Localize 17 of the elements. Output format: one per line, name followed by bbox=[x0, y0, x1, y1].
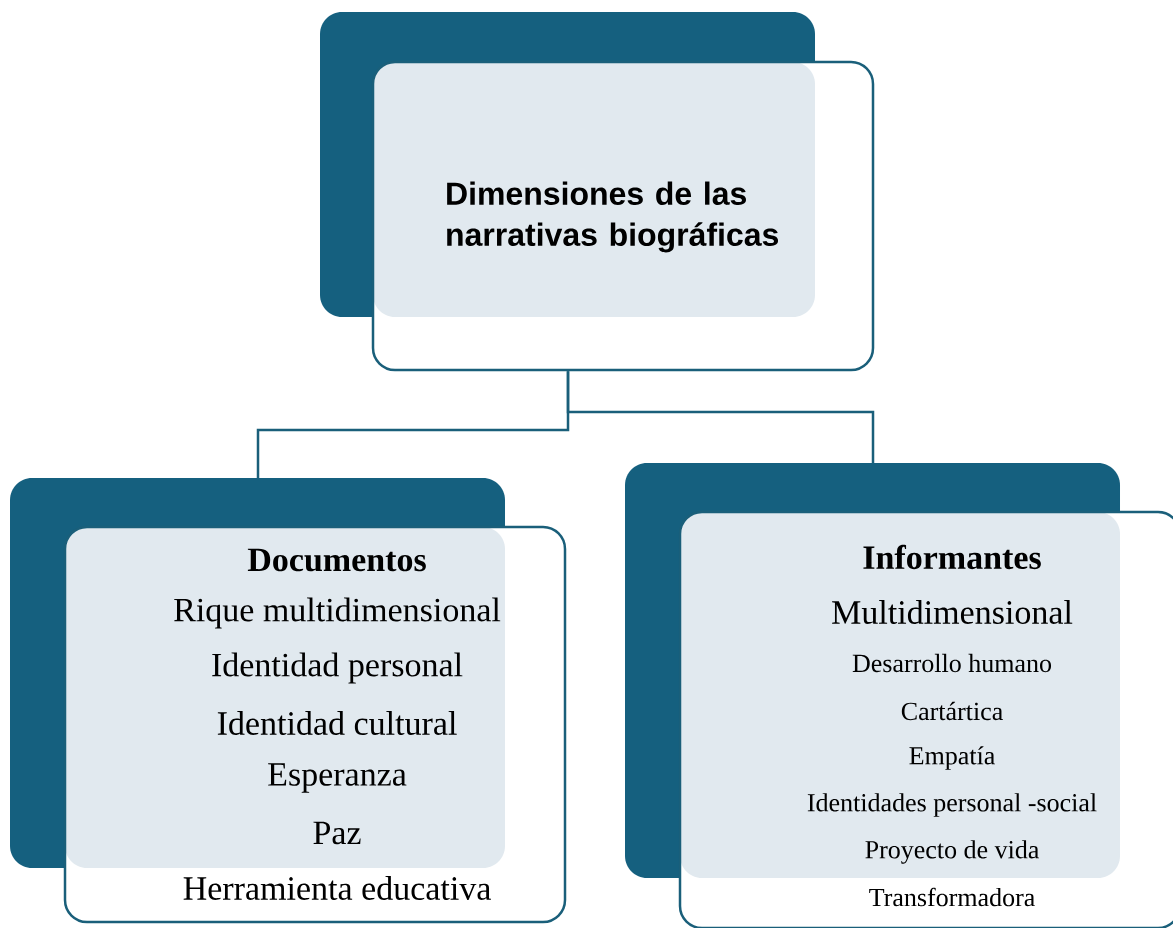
list-item: Empatía bbox=[909, 746, 995, 770]
list-item: Rique multidimensional bbox=[174, 597, 501, 629]
list-item: Herramienta educativa bbox=[183, 876, 491, 900]
heading: Informantes bbox=[863, 544, 1041, 570]
heading: Documentos bbox=[247, 548, 426, 572]
list-item: Cartártica bbox=[901, 701, 1003, 721]
list-item: Desarrollo humano bbox=[852, 653, 1052, 673]
list-item: Paz bbox=[313, 821, 361, 845]
list-item: Proyecto de vida bbox=[865, 840, 1040, 864]
list-item: Esperanza bbox=[268, 763, 407, 793]
list-item: Transformadora bbox=[869, 887, 1035, 907]
list-item: Identidad cultural bbox=[217, 711, 457, 735]
title: Dimensiones de las narrativas biográficas bbox=[447, 181, 779, 253]
list-item: Identidades personal -social bbox=[807, 793, 1097, 817]
list-item: Multidimensional bbox=[832, 600, 1073, 624]
list-item: Identidad personal bbox=[212, 652, 463, 684]
connector bbox=[566, 371, 875, 463]
